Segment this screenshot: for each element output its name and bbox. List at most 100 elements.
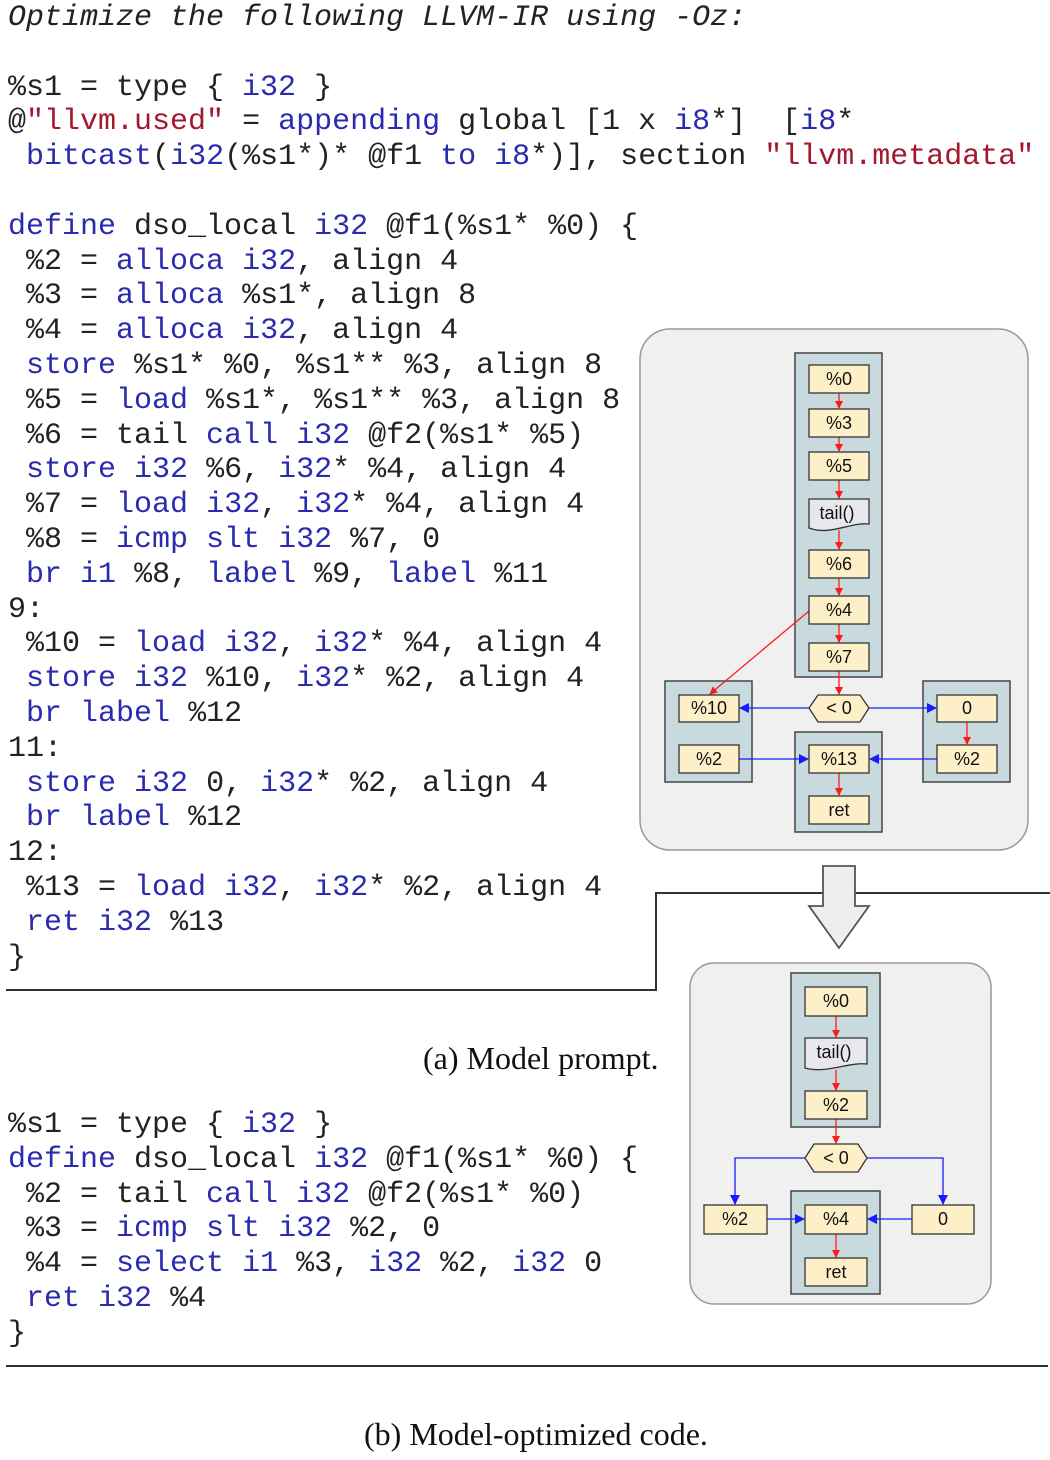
code-text: %8 =: [8, 522, 117, 557]
code-text: 12:: [8, 836, 63, 871]
code-text: *)], section: [530, 140, 765, 175]
node-a-6: [808, 549, 870, 579]
code-text: %7, 0: [332, 522, 441, 557]
code-text: @: [8, 105, 27, 140]
code-text: %10 =: [8, 627, 135, 662]
node-label: %4: [823, 1209, 849, 1229]
code-keyword: store: [26, 766, 117, 801]
code-text: @f1(%s1* %0) {: [368, 209, 639, 244]
code-keyword: i32: [260, 766, 315, 801]
code-text: %3 =: [8, 279, 117, 314]
code-line: ret i32 %4: [8, 1282, 638, 1317]
node-b-cmp: [804, 1143, 868, 1173]
node-a-2-right: [936, 744, 998, 774]
code-keyword: br: [26, 557, 63, 592]
code-line: %2 = alloca i32, align 4: [8, 245, 1034, 280]
code-text: ,: [260, 488, 297, 523]
code-text: %2,: [422, 1247, 513, 1282]
code-keyword: bitcast: [26, 140, 153, 175]
code-line: %4 = select i1 %3, i32 %2, i32 0: [8, 1247, 638, 1282]
code-line: %4 = alloca i32, align 4: [8, 314, 1034, 349]
code-text: %4 =: [8, 1247, 117, 1282]
code-keyword: i32: [242, 70, 297, 105]
node-label: %5: [826, 456, 852, 476]
code-keyword: ret: [26, 905, 81, 940]
code-line: %13 = load i32, i32* %2, align 4: [8, 871, 1034, 906]
code-line: }: [8, 1317, 638, 1352]
node-a-ret: [808, 795, 870, 825]
code-text: * %4, align 4: [350, 488, 585, 523]
code-keyword: i32: [296, 418, 351, 453]
node-label: %0: [826, 369, 852, 389]
code-line: define dso_local i32 @f1(%s1* %0) {: [8, 210, 1034, 245]
code-keyword: store: [26, 348, 117, 383]
code-keyword: i8: [800, 105, 837, 140]
code-text: (: [152, 140, 171, 175]
transform-down-arrow-icon: [807, 865, 871, 950]
code-text: }: [296, 70, 333, 105]
code-text: * %2, align 4: [314, 766, 549, 801]
code-text: @f1(%s1* %0) {: [368, 1142, 639, 1177]
code-line: %3 = alloca %s1*, align 8: [8, 279, 1034, 314]
code-text: %s1*, %s1** %3, align 8: [188, 383, 621, 418]
node-label: %10: [691, 698, 727, 718]
code-keyword: store: [26, 453, 117, 488]
code-text: %12: [170, 696, 243, 731]
code-text: %9,: [296, 557, 387, 592]
code-keyword: i32: [134, 662, 189, 697]
code-text: 0,: [188, 766, 261, 801]
code-line: %5 = load %s1*, %s1** %3, align 8: [8, 384, 1034, 419]
node-label: %7: [826, 647, 852, 667]
node-b-const-0: [911, 1204, 975, 1235]
code-line: store i32 %6, i32* %4, align 4: [8, 453, 1034, 488]
node-a-5: [808, 451, 870, 481]
node-label: %4: [826, 600, 852, 620]
code-keyword: i32: [314, 627, 369, 662]
node-b-2: [804, 1090, 868, 1120]
code-keyword: i32: [206, 488, 261, 523]
code-text: %3,: [278, 1247, 369, 1282]
code-keyword: ret: [26, 1281, 81, 1316]
code-text: (%s1*)* @f1: [224, 140, 441, 175]
prompt-bottom-rule: [6, 989, 657, 991]
code-keyword: i8: [674, 105, 711, 140]
code-text: %6,: [188, 453, 279, 488]
code-line: %10 = load i32, i32* %4, align 4: [8, 627, 1034, 662]
code-keyword: br: [26, 696, 63, 731]
node-b-tail-call: [804, 1037, 868, 1071]
code-line: %s1 = type { i32 }: [8, 1108, 638, 1143]
code-text: }: [8, 1316, 27, 1351]
code-keyword: i32: [278, 522, 333, 557]
code-keyword: load: [134, 627, 207, 662]
code-line: ret i32 %13: [8, 906, 1034, 941]
code-line: Optimize the following LLVM-IR using -Oz…: [8, 1, 1034, 36]
code-text: ,: [278, 627, 315, 662]
caption-b: (b) Model-optimized code.: [364, 1416, 708, 1452]
code-text: *: [836, 105, 855, 140]
node-b-ret: [804, 1257, 868, 1287]
code-string: "llvm.metadata": [764, 140, 1035, 175]
node-b-0: [804, 986, 868, 1017]
node-b-2-left: [703, 1204, 768, 1235]
code-keyword: alloca: [116, 244, 225, 279]
node-label: %2: [722, 1209, 748, 1229]
code-line: bitcast(i32(%s1*)* @f1 to i8*)], section…: [8, 140, 1034, 175]
node-label: < 0: [823, 1148, 849, 1168]
code-keyword: alloca: [116, 314, 225, 349]
code-keyword: icmp slt: [116, 522, 261, 557]
code-text: =: [224, 105, 279, 140]
graph-b: %0 tail() %2 < 0 %2 %4 0 ret: [689, 962, 992, 1305]
node-label: %13: [821, 749, 857, 769]
code-text: %10,: [188, 662, 297, 697]
code-text: * %2, align 4: [368, 870, 603, 905]
code-keyword: load: [134, 870, 207, 905]
node-a-10: [678, 694, 740, 723]
optimized-bottom-rule: [6, 1365, 1048, 1367]
code-line: br label %12: [8, 801, 1034, 836]
code-keyword: i32: [224, 627, 279, 662]
caption-a: (a) Model prompt.: [423, 1040, 659, 1076]
code-text: @f2(%s1* %5): [350, 418, 585, 453]
node-label: %2: [823, 1095, 849, 1115]
prompt-rule-step: [655, 892, 657, 991]
